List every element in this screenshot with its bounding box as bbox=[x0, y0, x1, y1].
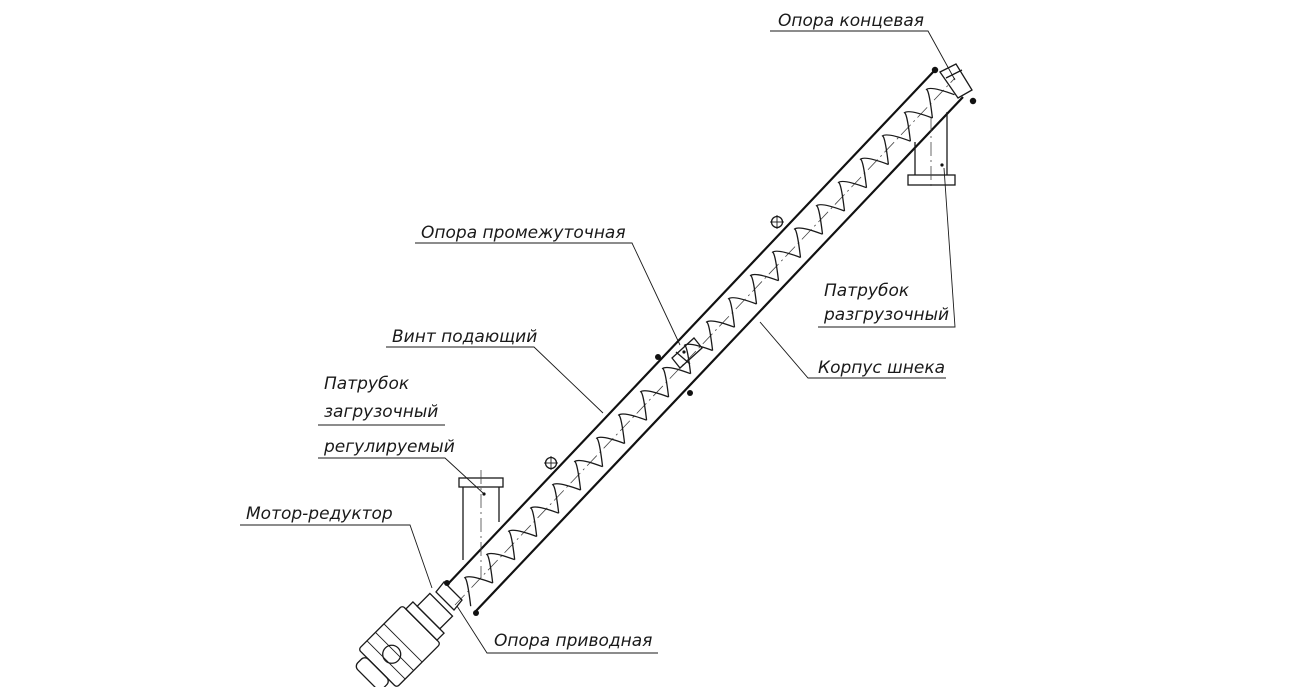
screw-flight-turn bbox=[507, 529, 537, 560]
screw-flight-turn bbox=[463, 576, 493, 607]
leader-auger-housing bbox=[759, 321, 946, 379]
leader-intermediate-support bbox=[415, 242, 681, 346]
discharge-pipe-point bbox=[940, 163, 944, 167]
intermediate-support-rib bbox=[675, 351, 691, 365]
screw-flight-turn bbox=[727, 297, 757, 328]
leader-loading-pipe bbox=[318, 457, 484, 494]
label-loading-pipe-1: Патрубок bbox=[324, 374, 410, 394]
leader-discharge-pipe bbox=[818, 167, 956, 328]
leader-end-support bbox=[770, 30, 956, 81]
screw-flight-turn bbox=[683, 343, 713, 374]
loading-pipe-walls bbox=[462, 487, 500, 560]
leader-feed-screw bbox=[386, 346, 604, 414]
screw-flight-turn bbox=[595, 436, 625, 467]
discharge-pipe bbox=[907, 112, 956, 190]
discharge-pipe-flange bbox=[907, 174, 956, 186]
end-support bbox=[931, 63, 977, 105]
screw-flight-turn bbox=[903, 111, 933, 142]
screw-flight-turn bbox=[705, 320, 735, 351]
motor-fan-cover bbox=[355, 657, 389, 687]
screw-flight-turn bbox=[529, 506, 559, 537]
screw-flight-turn bbox=[573, 459, 603, 491]
intermediate-support-middle bbox=[655, 337, 703, 396]
label-discharge-pipe-2: разгрузочный bbox=[823, 305, 949, 325]
screw-flight-turn bbox=[815, 204, 845, 235]
housing-lower-wall bbox=[474, 96, 964, 613]
label-motor-reducer: Мотор-редуктор bbox=[246, 504, 393, 524]
leader-motor-reducer bbox=[240, 524, 433, 589]
drive-support-plate bbox=[435, 581, 463, 611]
screw-flight-turn bbox=[617, 413, 647, 444]
motor-terminal-box bbox=[382, 644, 402, 664]
end-support-rib bbox=[945, 69, 963, 79]
label-end-support: Опора концевая bbox=[778, 11, 924, 31]
screw-flight-turn bbox=[771, 250, 801, 281]
intermediate-support-bolt-2 bbox=[687, 390, 693, 396]
label-loading-pipe-3: регулируемый bbox=[323, 437, 455, 457]
end-support-body bbox=[939, 63, 973, 99]
labels: Опора концевая Опора промежуточная Патру… bbox=[246, 11, 949, 651]
screw-flight-turn bbox=[639, 390, 669, 421]
motor-fin-2 bbox=[375, 632, 414, 671]
screw-flight-turn bbox=[859, 157, 889, 188]
screw-flighting bbox=[463, 87, 955, 607]
intermediate-support-bottom bbox=[544, 456, 558, 470]
motor-reducer bbox=[355, 592, 454, 687]
end-support-bolt-1 bbox=[931, 66, 939, 74]
loading-pipe bbox=[458, 470, 504, 578]
screw-flight-turn bbox=[485, 552, 515, 584]
intermediate-support-clamp bbox=[671, 337, 703, 369]
label-loading-pipe-2: загрузочный bbox=[324, 402, 438, 422]
screw-flight-turn bbox=[925, 87, 955, 119]
label-drive-support: Опора приводная bbox=[494, 631, 652, 651]
screw-flight-turn bbox=[749, 273, 779, 305]
leader-lines bbox=[240, 30, 956, 654]
screw-flight-turn bbox=[661, 366, 691, 398]
label-intermediate-support: Опора промежуточная bbox=[421, 223, 626, 243]
discharge-pipe-walls bbox=[914, 112, 948, 175]
label-feed-screw: Винт подающий bbox=[392, 327, 537, 347]
screw-flight-turn bbox=[551, 483, 581, 514]
screw-flight-turn bbox=[793, 227, 823, 258]
intermediate-support-top bbox=[770, 215, 784, 229]
end-support-bolt-2 bbox=[969, 97, 977, 105]
drive-support-bolt-1 bbox=[444, 580, 450, 586]
intermediate-support-point bbox=[682, 350, 686, 354]
motor-fin-3 bbox=[383, 623, 423, 663]
loading-pipe-point bbox=[482, 492, 486, 496]
reducer-body bbox=[416, 592, 454, 630]
housing-centerline bbox=[454, 77, 956, 606]
label-auger-housing: Корпус шнека bbox=[818, 358, 945, 378]
screw-flight-turn bbox=[837, 180, 867, 212]
motor-fin-1 bbox=[366, 640, 406, 680]
intermediate-support-bolt-1 bbox=[655, 354, 661, 360]
drive-support bbox=[435, 580, 479, 616]
housing-upper-wall bbox=[446, 69, 936, 586]
label-discharge-pipe-1: Патрубок bbox=[824, 281, 910, 301]
leader-drive-support bbox=[456, 605, 658, 654]
screw-flight-turn bbox=[881, 134, 911, 165]
motor-flange bbox=[404, 601, 445, 642]
drive-support-bolt-2 bbox=[473, 610, 479, 616]
